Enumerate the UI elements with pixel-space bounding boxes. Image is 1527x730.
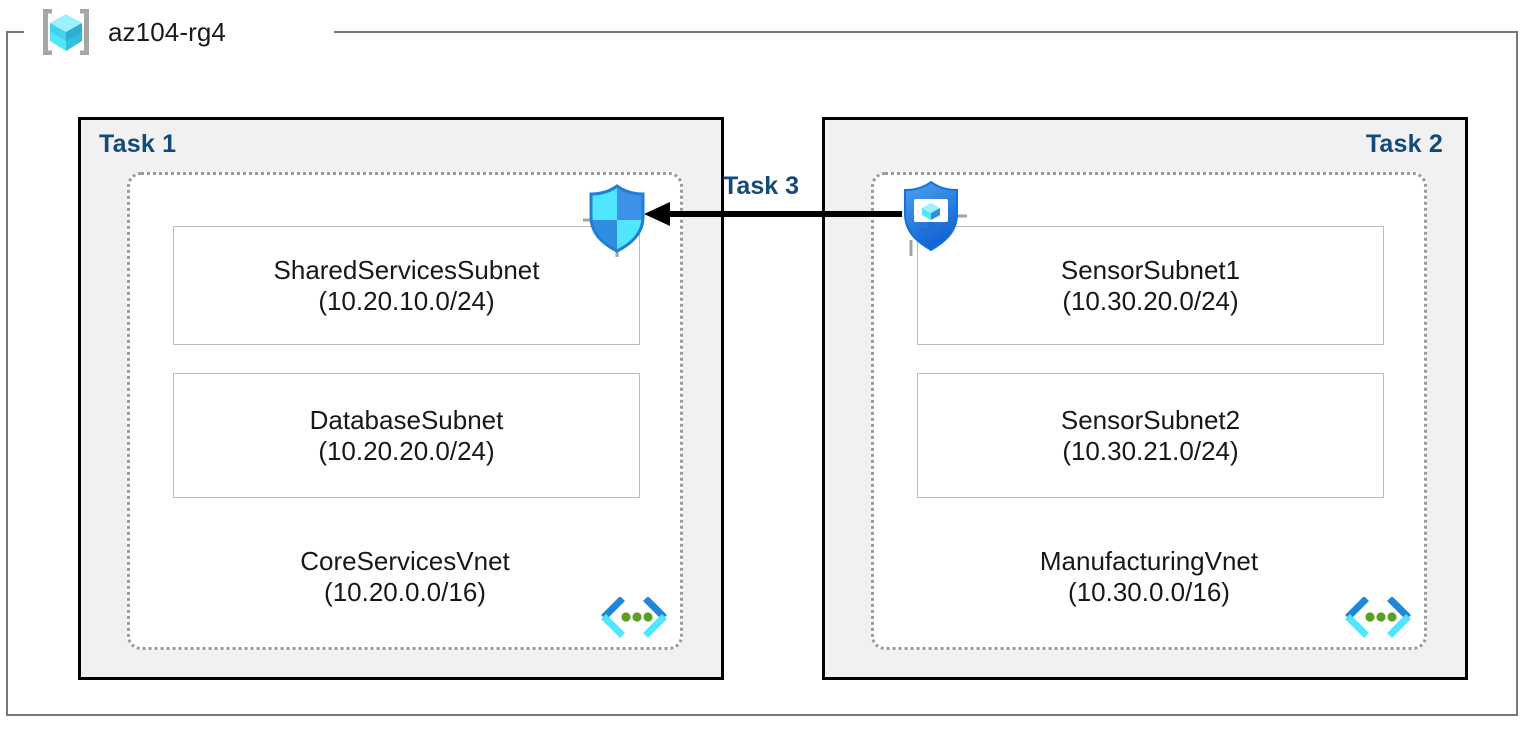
subnet-name: SensorSubnet1 [1060, 254, 1241, 285]
subnet-sensorsubnet2[interactable]: SensorSubnet2 (10.30.21.0/24) [917, 373, 1384, 498]
vnet-icon [600, 596, 668, 641]
vnet-cidr: (10.30.0.0/16) [1068, 576, 1230, 607]
bastion-shield-icon [895, 178, 967, 256]
vnet-icon [1344, 596, 1412, 641]
resource-group-legend-gap [24, 21, 334, 43]
vnet-coreservicesvnet[interactable]: SharedServicesSubnet (10.20.10.0/24) Dat… [127, 172, 683, 650]
subnet-cidr: (10.20.10.0/24) [318, 285, 495, 316]
subnet-name: SharedServicesSubnet [273, 254, 540, 285]
task-1-panel[interactable]: Task 1 SharedServicesSubnet (10.20.10.0/… [78, 117, 724, 680]
subnet-name: DatabaseSubnet [309, 404, 504, 435]
task-3-label: Task 3 [723, 172, 799, 200]
vnet-caption: CoreServicesVnet (10.20.0.0/16) [130, 546, 680, 607]
subnet-cidr: (10.30.21.0/24) [1062, 435, 1239, 466]
vnet-name: CoreServicesVnet [300, 546, 510, 576]
subnet-databasesubnet[interactable]: DatabaseSubnet (10.20.20.0/24) [173, 373, 640, 498]
subnet-sharedservicessubnet[interactable]: SharedServicesSubnet (10.20.10.0/24) [173, 226, 640, 345]
vnet-caption: ManufacturingVnet (10.30.0.0/16) [874, 546, 1424, 607]
task-2-label: Task 2 [1365, 130, 1443, 158]
subnet-name: SensorSubnet2 [1060, 404, 1241, 435]
firewall-shield-icon [583, 183, 651, 257]
vnet-name: ManufacturingVnet [1039, 546, 1259, 576]
vnet-cidr: (10.20.0.0/16) [324, 576, 486, 607]
subnet-sensorsubnet1[interactable]: SensorSubnet1 (10.30.20.0/24) [917, 226, 1384, 345]
task-1-label: Task 1 [99, 130, 177, 158]
resource-group-legend: az104-rg4 [38, 6, 226, 58]
subnet-cidr: (10.20.20.0/24) [318, 435, 495, 466]
subnet-cidr: (10.30.20.0/24) [1062, 285, 1239, 316]
resource-group-name: az104-rg4 [108, 16, 226, 47]
resource-group-cube-icon [38, 6, 94, 58]
resource-group-frame [6, 31, 1518, 716]
vnet-manufacturingvnet[interactable]: SensorSubnet1 (10.30.20.0/24) SensorSubn… [871, 172, 1427, 650]
